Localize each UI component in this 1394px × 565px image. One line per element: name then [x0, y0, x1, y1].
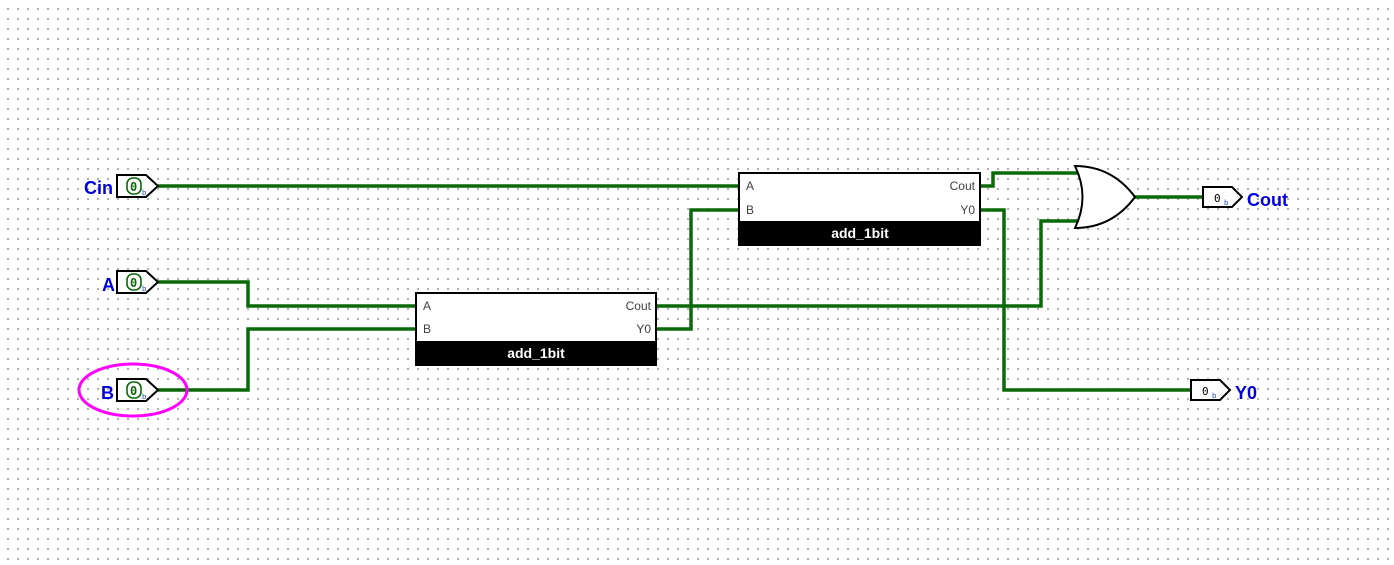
wire-b-to-bottom-b[interactable] [158, 327, 416, 392]
input-pin-b[interactable]: B 0 b [77, 362, 189, 418]
wire-bottom-y0-to-top-b[interactable] [656, 208, 739, 331]
wire-top-y0-to-y0[interactable] [980, 208, 1191, 392]
input-pin-cin[interactable]: Cin 0 b [84, 174, 160, 198]
y0-value: 0 [1202, 385, 1209, 398]
b-value: 0 [130, 384, 137, 398]
cout-value: 0 [1214, 192, 1221, 205]
bottom-pin-y0: Y0 [636, 322, 651, 336]
bottom-pin-b: B [423, 322, 431, 336]
bottom-pin-cout: Cout [626, 299, 652, 313]
top-pin-y0: Y0 [960, 203, 975, 217]
top-pin-a: A [746, 179, 754, 193]
cin-value: 0 [130, 180, 137, 194]
output-pin-cout[interactable]: 0 b Cout [1202, 186, 1288, 210]
cout-base: b [1224, 199, 1229, 207]
cout-label: Cout [1247, 190, 1288, 210]
adder-block-bottom[interactable]: A B Cout Y0 add_1bit [415, 292, 657, 366]
top-pin-b: B [746, 203, 754, 217]
or-gate[interactable] [1073, 164, 1137, 230]
output-pin-y0[interactable]: 0 b Y0 [1190, 379, 1257, 403]
wire-bottom-cout-to-or[interactable] [656, 219, 1078, 308]
bottom-pin-a: A [423, 299, 431, 313]
y0-label: Y0 [1235, 383, 1257, 403]
y0-base: b [1212, 392, 1217, 400]
b-base: b [142, 393, 147, 401]
a-value: 0 [130, 276, 137, 290]
top-block-title: add_1bit [831, 225, 889, 241]
wires [158, 171, 1203, 392]
a-label: A [102, 275, 115, 295]
wire-a-to-bottom-a[interactable] [158, 280, 416, 308]
cin-label: Cin [84, 178, 113, 198]
bottom-block-title: add_1bit [507, 345, 565, 361]
wire-top-cout-to-or[interactable] [980, 171, 1078, 188]
top-pin-cout: Cout [950, 179, 976, 193]
adder-block-top[interactable]: A B Cout Y0 add_1bit [738, 172, 981, 246]
a-base: b [142, 285, 147, 293]
cin-base: b [142, 189, 147, 197]
input-pin-a[interactable]: A 0 b [102, 270, 160, 295]
b-label: B [101, 383, 114, 403]
selection-highlight [77, 362, 189, 418]
